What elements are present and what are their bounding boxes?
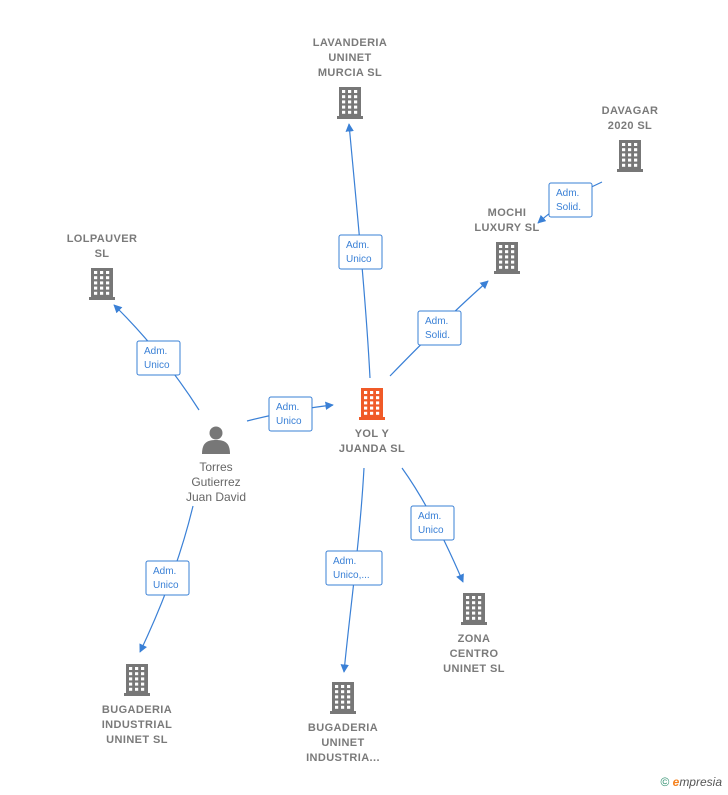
node-label-line: INDUSTRIA... <box>306 752 380 764</box>
edge-label-line: Solid. <box>556 202 581 213</box>
node-label-line: DAVAGAR <box>602 105 659 117</box>
copyright-icon: © <box>660 775 670 789</box>
edge-label-yol-to-lavanderia[interactable]: Adm. Unico <box>338 234 383 270</box>
edge-label-line: Adm. <box>276 402 299 413</box>
edge-label-torres-to-bug_ind[interactable]: Adm. Unico <box>145 560 190 596</box>
node-yol[interactable]: YOL Y JUANDA SL <box>339 388 405 455</box>
edge-label-line: Unico,... <box>333 570 370 581</box>
building-icon <box>89 268 115 300</box>
node-label-line: MURCIA SL <box>318 67 382 79</box>
node-label-line: BUGADERIA <box>102 704 172 716</box>
edge-label-torres-to-lolpauver[interactable]: Adm. Unico <box>136 340 181 376</box>
edge-label-line: Unico <box>153 580 179 591</box>
edge-label-line: Solid. <box>425 330 450 341</box>
edge-label-line: Unico <box>418 525 444 536</box>
person-icon <box>202 426 230 454</box>
building-icon <box>461 593 487 625</box>
node-lolpauver[interactable]: LOLPAUVER SL <box>67 233 138 300</box>
node-label-line: BUGADERIA <box>308 722 378 734</box>
edge-label-torres-to-yol[interactable]: Adm. Unico <box>268 396 313 432</box>
building-icon <box>359 388 385 420</box>
node-label-line: JUANDA SL <box>339 443 405 455</box>
edge-label-line: Unico <box>346 254 372 265</box>
node-label-line: CENTRO <box>450 648 499 660</box>
node-label-line: YOL Y <box>355 428 390 440</box>
node-label-line: UNINET SL <box>106 734 168 746</box>
node-lavanderia[interactable]: LAVANDERIA UNINET MURCIA SL <box>313 37 387 119</box>
node-label-line: Torres <box>199 460 232 474</box>
node-zona[interactable]: ZONA CENTRO UNINET SL <box>443 593 505 675</box>
node-label-line: LOLPAUVER <box>67 233 138 245</box>
edge-label-davagar-to-mochi[interactable]: Adm. Solid. <box>548 182 593 218</box>
edge-label-line: Unico <box>276 416 302 427</box>
node-label-line: 2020 SL <box>608 120 652 132</box>
edge-label-yol-to-zona[interactable]: Adm. Unico <box>410 505 455 541</box>
node-label-line: LUXURY SL <box>474 222 539 234</box>
edge-label-line: Adm. <box>144 346 167 357</box>
edge-labels-layer: Adm.UnicoAdm.Solid.Adm.Solid.Adm.UnicoAd… <box>136 182 593 596</box>
node-bug_ind[interactable]: BUGADERIA INDUSTRIAL UNINET SL <box>102 664 173 746</box>
building-icon <box>494 242 520 274</box>
node-davagar[interactable]: DAVAGAR 2020 SL <box>602 105 659 172</box>
building-icon <box>617 140 643 172</box>
node-label-line: UNINET SL <box>443 663 505 675</box>
brand-logo: empresia <box>672 775 722 789</box>
node-label-line: UNINET <box>321 737 364 749</box>
node-label-line: MOCHI <box>488 207 527 219</box>
edge-label-line: Unico <box>144 360 170 371</box>
node-bug_uninet[interactable]: BUGADERIA UNINET INDUSTRIA... <box>306 682 380 764</box>
node-label-line: INDUSTRIAL <box>102 719 173 731</box>
edge-label-line: Adm. <box>425 316 448 327</box>
edge-label-line: Adm. <box>418 511 441 522</box>
node-label-line: LAVANDERIA <box>313 37 387 49</box>
empresia-watermark: © empresia <box>660 775 722 789</box>
building-icon <box>330 682 356 714</box>
building-icon <box>337 87 363 119</box>
node-label-line: SL <box>95 248 110 260</box>
edge-label-line: Adm. <box>153 566 176 577</box>
edge-label-yol-to-bug_uninet[interactable]: Adm. Unico,... <box>325 550 383 586</box>
node-label-line: Juan David <box>186 490 246 504</box>
edge-label-line: Adm. <box>556 188 579 199</box>
nodes-layer: LAVANDERIA UNINET MURCIA SL DAVAGAR 2020 SL M… <box>67 37 659 764</box>
edge-label-line: Adm. <box>333 556 356 567</box>
building-icon <box>124 664 150 696</box>
edge-label-line: Adm. <box>346 240 369 251</box>
node-mochi[interactable]: MOCHI LUXURY SL <box>474 207 539 274</box>
node-label-line: ZONA <box>458 633 491 645</box>
node-label-line: UNINET <box>328 52 371 64</box>
edge-label-yol-to-mochi[interactable]: Adm. Solid. <box>417 310 462 346</box>
node-label-line: Gutierrez <box>191 475 240 489</box>
